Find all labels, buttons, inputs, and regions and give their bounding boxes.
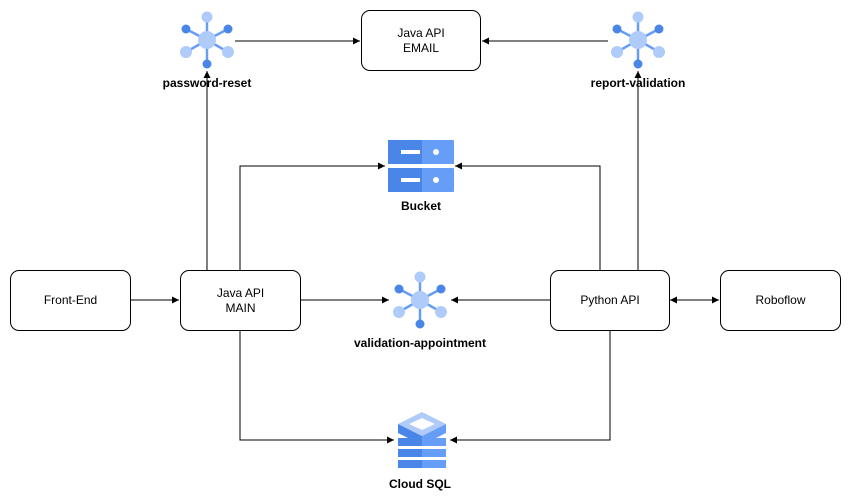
password-reset-pubsub-icon[interactable] [177,10,237,70]
node-front-end[interactable]: Front-End [10,270,131,331]
report-validation-label: report-validation [590,76,686,90]
report-validation-pubsub-icon[interactable] [608,10,668,70]
node-java-main-line2: MAIN [225,300,256,315]
cloud-sql-icon[interactable] [395,410,449,470]
bucket-label: Bucket [400,199,442,213]
node-java-main-line1: Java API [216,285,265,300]
edge-main-to-bucket [239,162,385,270]
node-python-api[interactable]: Python API [550,270,670,331]
node-java-api-main[interactable]: Java API MAIN [180,270,301,331]
node-java-email-line2: EMAIL [402,40,439,55]
edge-main-to-cloudsql [239,330,394,444]
node-roboflow[interactable]: Roboflow [720,270,841,331]
node-roboflow-label: Roboflow [755,293,806,307]
node-python-api-label: Python API [580,293,640,307]
cloud-storage-bucket-icon[interactable] [387,139,455,193]
password-reset-label: password-reset [162,76,252,90]
edge-python-to-bucket [455,162,601,270]
cloud-sql-label: Cloud SQL [389,477,451,491]
validation-appointment-pubsub-icon[interactable] [390,270,450,330]
validation-appointment-label: validation-appointment [354,336,486,350]
node-java-api-email[interactable]: Java API EMAIL [361,10,481,71]
node-java-email-line1: Java API [397,25,445,40]
edge-python-to-cloudsql [450,330,611,444]
node-front-end-label: Front-End [43,293,98,307]
